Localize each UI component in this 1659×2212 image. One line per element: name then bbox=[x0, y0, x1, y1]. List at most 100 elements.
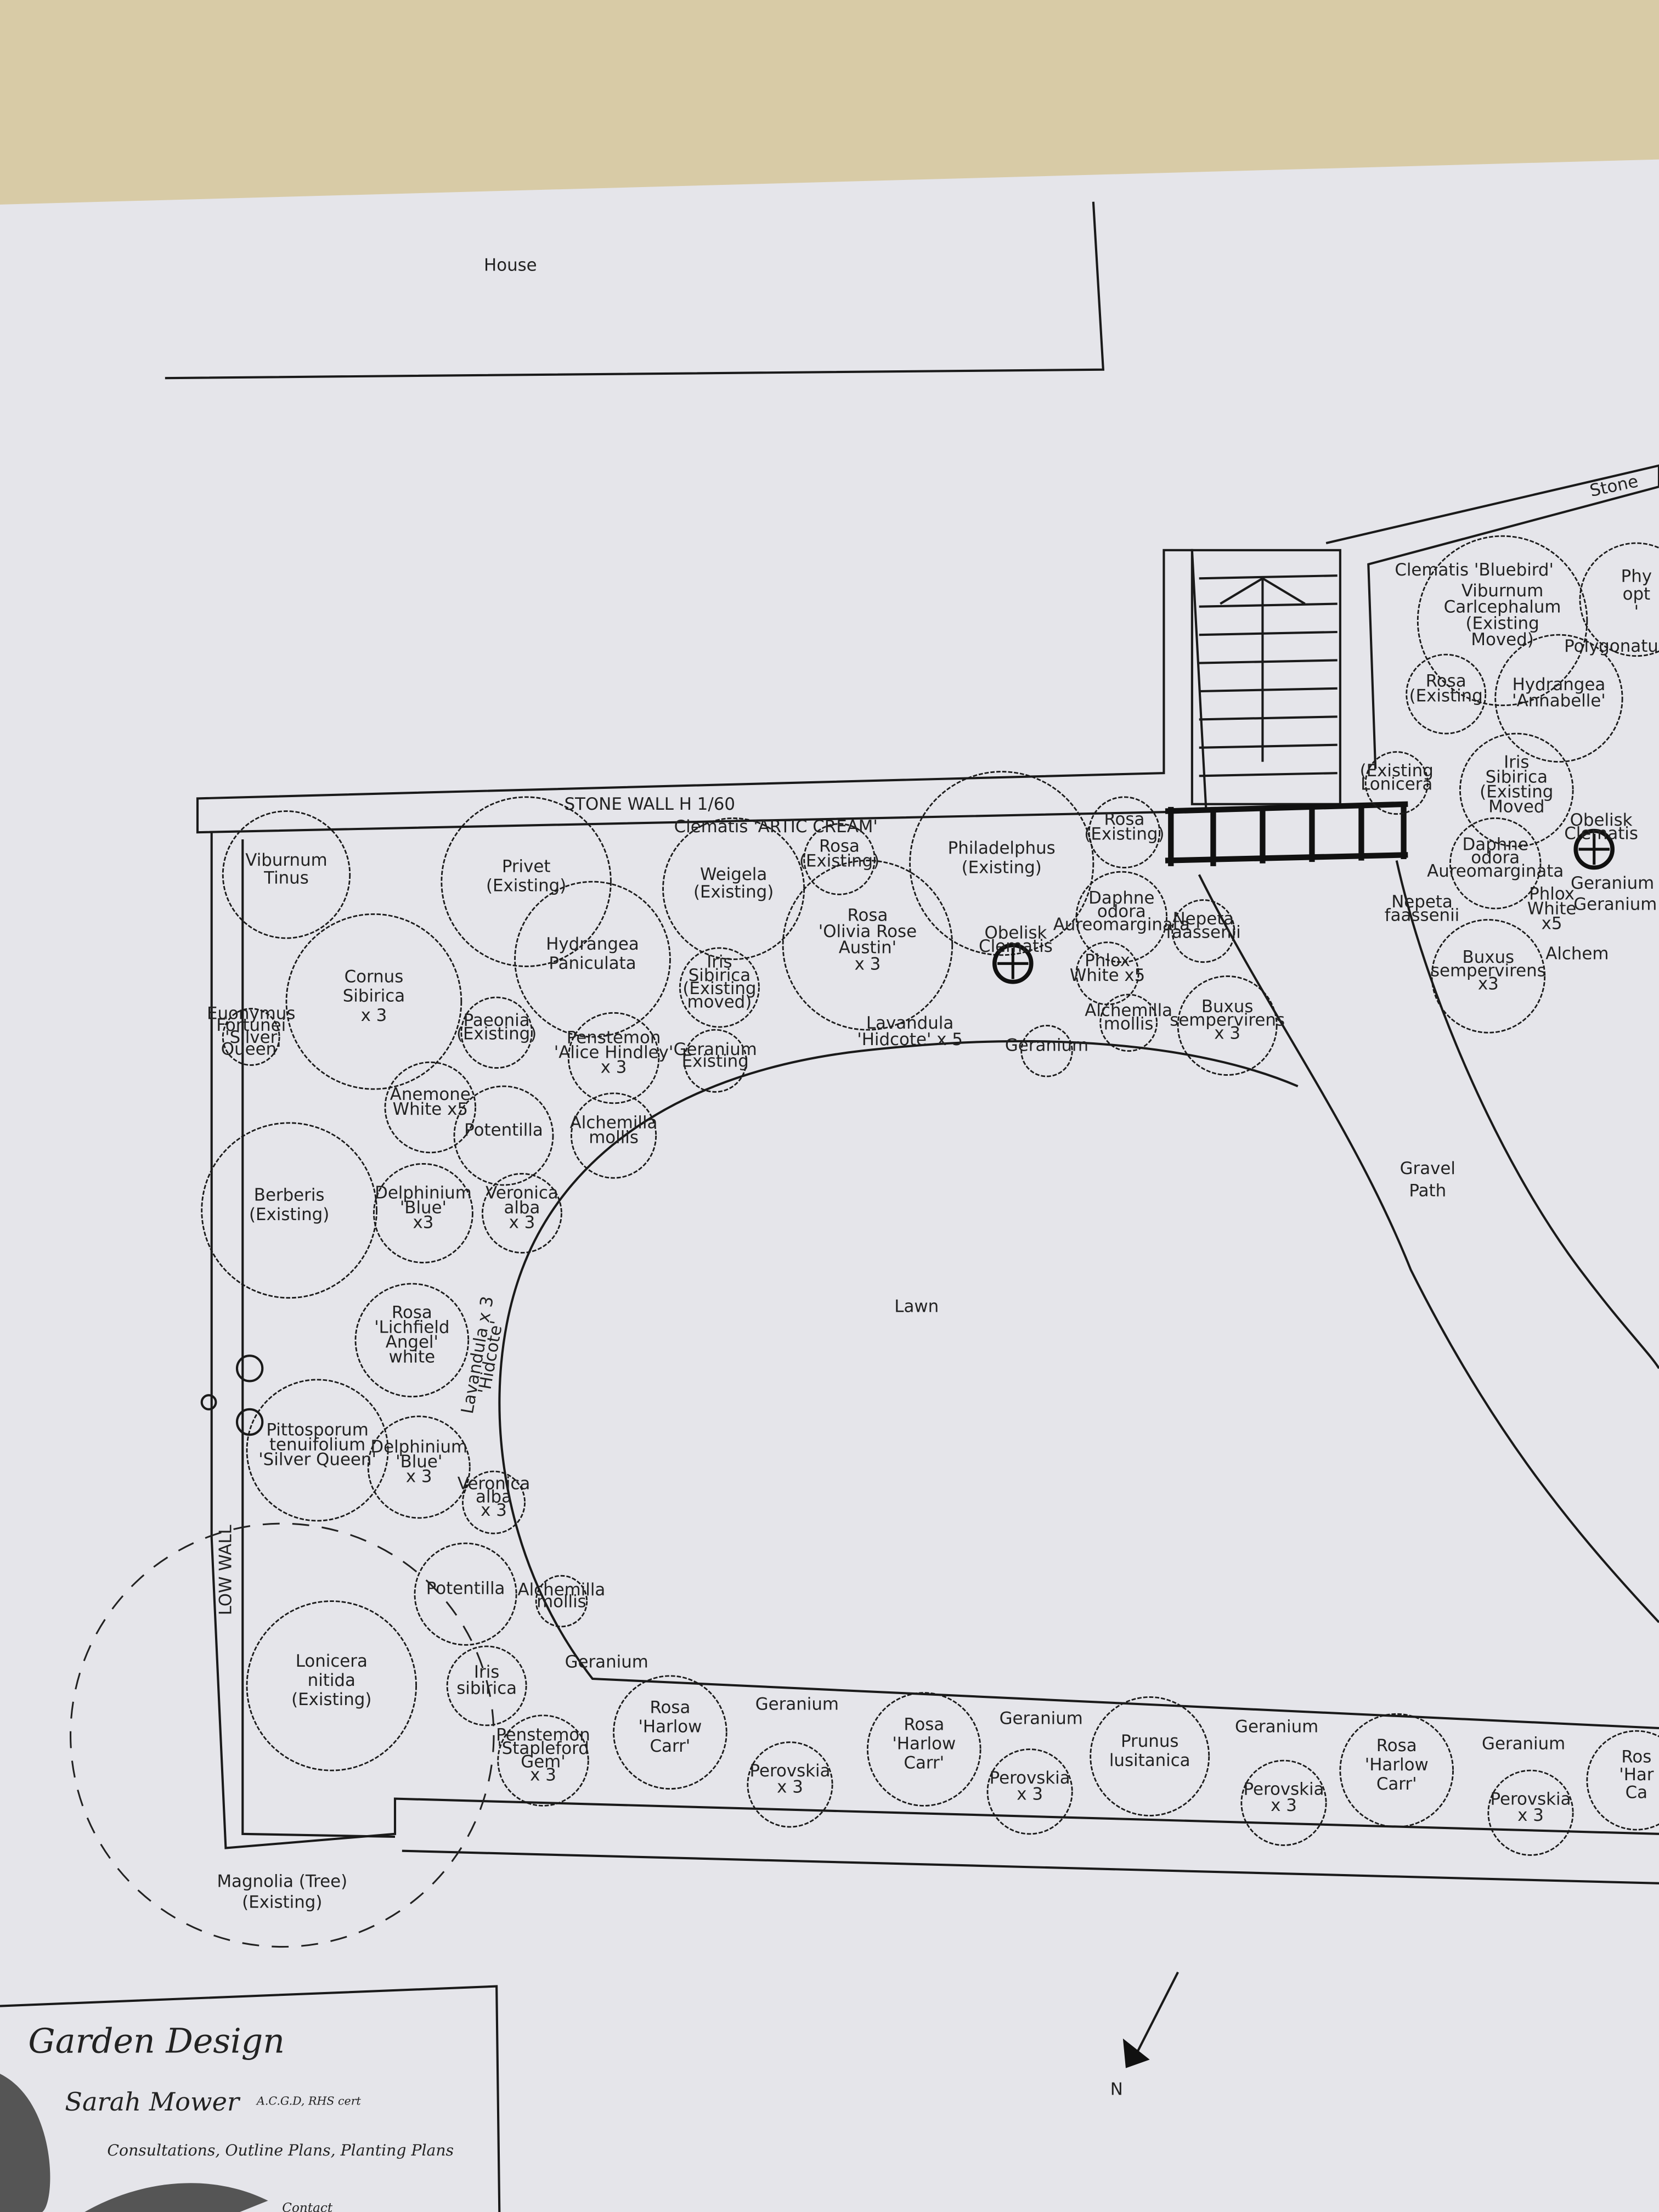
plant-label: Penstemon'Alice Hindley'x 3 bbox=[554, 1028, 674, 1077]
gravel-path bbox=[1198, 874, 1659, 1623]
plant-label: Clematis 'ARTIC CREAM' bbox=[674, 817, 878, 837]
stone-wall-label: STONE WALL H 1/60 bbox=[565, 794, 735, 814]
plant-label: Clematis 'Bluebird' bbox=[1395, 560, 1554, 580]
obelisk-icon bbox=[992, 943, 1034, 984]
plant-label: Geranium bbox=[1000, 1708, 1083, 1728]
plant-label: Polygonatum bbox=[1564, 636, 1659, 656]
plant-bubble bbox=[354, 1283, 470, 1398]
plant-label: Delphinium'Blue'x 3 bbox=[370, 1437, 467, 1486]
obelisk-icon bbox=[1573, 828, 1615, 870]
plant-bubble bbox=[535, 1575, 588, 1628]
plant-bubble bbox=[613, 1675, 727, 1790]
plant-bubble bbox=[222, 1008, 280, 1066]
plant-bubble bbox=[1075, 871, 1167, 963]
plant-label: Berberis(Existing) bbox=[249, 1186, 329, 1224]
plant-bubble bbox=[567, 1012, 660, 1104]
contact-label: Contact bbox=[282, 2201, 333, 2212]
plant-bubble bbox=[1494, 634, 1623, 763]
plant-bubble bbox=[1487, 1769, 1574, 1856]
plant-bubble bbox=[514, 881, 671, 1038]
plant-bubble bbox=[679, 947, 760, 1028]
plant-bubble bbox=[867, 1692, 981, 1807]
plant-label: Geranium bbox=[1571, 873, 1654, 893]
plant-label: Geranium bbox=[1482, 1734, 1565, 1754]
plant-bubble bbox=[1417, 535, 1588, 707]
title-block: Garden Design Sarah Mower A.C.G.D, RHS c… bbox=[0, 1985, 501, 2212]
right-wall bbox=[1325, 464, 1659, 769]
plant-label: Geranium bbox=[565, 1652, 648, 1672]
plant-label: Rosa(Existing) bbox=[1084, 810, 1164, 844]
north-arrow-icon bbox=[1122, 1971, 1179, 2068]
plant-label: Rosa(Existing bbox=[1409, 672, 1483, 706]
plant-bubble bbox=[446, 1645, 527, 1726]
plant-bubble bbox=[201, 1122, 377, 1299]
plant-bubble bbox=[1339, 1713, 1454, 1828]
plant-bubble bbox=[222, 810, 351, 939]
plant-label: Weigela(Existing) bbox=[693, 865, 774, 902]
plant-label: Geranium bbox=[755, 1695, 839, 1714]
magnolia-text: Magnolia (Tree)(Existing) bbox=[217, 1872, 347, 1912]
plant-label: Lavandula'Hidcote' x 5 bbox=[857, 1013, 963, 1049]
plant-bubble bbox=[1406, 653, 1487, 735]
plant-label: Paeonia(Existing) bbox=[456, 1011, 537, 1043]
plant-bubble bbox=[1020, 1025, 1073, 1077]
designer-name: Sarah Mower bbox=[65, 2087, 241, 2117]
plant-bubble bbox=[571, 1092, 657, 1179]
plant-bubble bbox=[462, 1470, 526, 1534]
plant-bubble bbox=[1431, 919, 1546, 1034]
services: Consultations, Outline Plans, Planting P… bbox=[107, 2141, 454, 2159]
plant-bubble bbox=[373, 1163, 473, 1263]
lawn-label: Lawn bbox=[894, 1296, 939, 1316]
plant-label: Philadelphus(Existing) bbox=[948, 838, 1056, 877]
plant-bubble bbox=[1240, 1759, 1327, 1846]
plant-bubble bbox=[909, 771, 1094, 956]
steps bbox=[1190, 549, 1341, 805]
house-label: House bbox=[484, 256, 537, 275]
plant-bubble bbox=[246, 1379, 389, 1522]
lawn-area bbox=[498, 1040, 1659, 1730]
magnolia-label: Magnolia (Tree)(Existing) bbox=[217, 1872, 347, 1912]
house-outline bbox=[165, 201, 1105, 380]
plant-bubble bbox=[497, 1714, 589, 1807]
plant-bubble bbox=[986, 1748, 1073, 1835]
plant-bubble bbox=[747, 1741, 833, 1828]
low-wall-label: LOW WALL bbox=[216, 1525, 236, 1616]
plant-bubble bbox=[1459, 732, 1574, 848]
plant-bubble bbox=[285, 913, 462, 1090]
front-wall bbox=[402, 1849, 1659, 1884]
plant-bubble bbox=[1364, 751, 1429, 815]
left-boundary bbox=[210, 832, 1659, 1849]
plant-bubble bbox=[460, 996, 533, 1069]
plant-bubbles bbox=[201, 535, 1659, 1856]
